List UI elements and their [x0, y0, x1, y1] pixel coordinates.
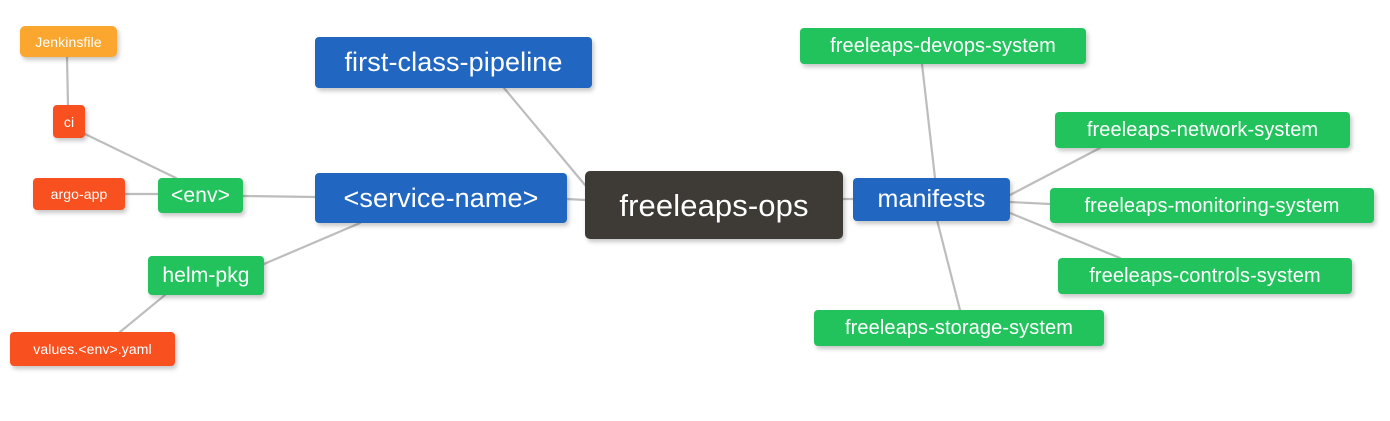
node-first-class-pipeline[interactable]: first-class-pipeline: [315, 37, 592, 88]
edge-manifests-storage-system: [935, 218, 962, 312]
node-freeleaps-devops-system[interactable]: freeleaps-devops-system: [800, 28, 1086, 64]
node-jenkinsfile[interactable]: Jenkinsfile: [20, 26, 117, 57]
edge-root-first-class-pipeline: [502, 86, 587, 187]
node-label: freeleaps-ops: [619, 187, 809, 223]
node-label: <env>: [171, 184, 230, 207]
node-label: values.<env>.yaml: [33, 341, 152, 357]
edge-env-ci: [83, 132, 178, 180]
node-label: ci: [63, 113, 75, 130]
edge-helm-pkg-values-yaml: [118, 293, 167, 334]
edge-service-name-env: [241, 194, 317, 199]
node-argo-app[interactable]: argo-app: [33, 178, 125, 210]
node-label: <service-name>: [343, 182, 539, 213]
node-freeleaps-controls-system[interactable]: freeleaps-controls-system: [1058, 258, 1352, 294]
node-env[interactable]: <env>: [158, 178, 243, 213]
node-label: argo-app: [50, 186, 108, 202]
node-label: freeleaps-monitoring-system: [1084, 194, 1340, 217]
node-service-name[interactable]: <service-name>: [315, 173, 567, 223]
node-freeleaps-monitoring-system[interactable]: freeleaps-monitoring-system: [1050, 188, 1374, 223]
node-label: manifests: [877, 185, 986, 213]
edge-manifests-monitoring-system: [1008, 200, 1052, 206]
node-label: helm-pkg: [162, 264, 250, 287]
node-freeleaps-storage-system[interactable]: freeleaps-storage-system: [814, 310, 1104, 346]
node-freeleaps-network-system[interactable]: freeleaps-network-system: [1055, 112, 1350, 148]
node-label: first-class-pipeline: [344, 47, 563, 77]
node-label: Jenkinsfile: [35, 33, 102, 50]
node-freeleaps-ops[interactable]: freeleaps-ops: [585, 171, 843, 239]
node-label: freeleaps-storage-system: [844, 317, 1074, 339]
node-helm-pkg[interactable]: helm-pkg: [148, 256, 264, 295]
edge-manifests-devops-system: [920, 62, 937, 180]
node-label: freeleaps-devops-system: [830, 35, 1056, 57]
node-values-env-yaml[interactable]: values.<env>.yaml: [10, 332, 175, 366]
edge-ci-jenkinsfile: [65, 55, 70, 107]
node-label: freeleaps-network-system: [1086, 119, 1319, 141]
node-label: freeleaps-controls-system: [1089, 265, 1321, 287]
edge-service-name-helm-pkg: [262, 221, 362, 266]
node-manifests[interactable]: manifests: [853, 178, 1010, 221]
edge-root-service-name: [565, 197, 587, 202]
node-ci[interactable]: ci: [53, 105, 85, 138]
